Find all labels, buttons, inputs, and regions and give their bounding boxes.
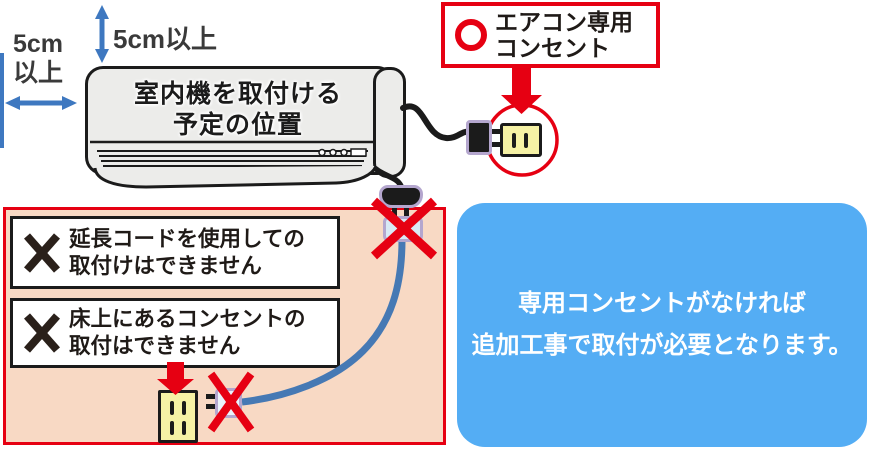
dedicated-outlet-callout: エアコン専用 コンセント bbox=[441, 2, 660, 68]
callout-down-arrow-icon bbox=[501, 66, 542, 114]
notice-line2: 追加工事で取付が必要となります。 bbox=[471, 332, 853, 359]
callout-text: エアコン専用 コンセント bbox=[495, 9, 633, 61]
callout-line2: コンセント bbox=[495, 35, 610, 61]
power-plug bbox=[466, 120, 492, 155]
circle-ok-icon bbox=[455, 19, 487, 51]
horizontal-clearance-arrow bbox=[5, 96, 77, 110]
prohibition-item-floor-outlet: 床上にあるコンセントの 取付はできません bbox=[10, 298, 340, 368]
indoor-unit-label: 室内機を取付ける 予定の位置 bbox=[95, 79, 381, 141]
prohibition-item2-line1: 床上にあるコンセントの bbox=[69, 307, 306, 331]
notice-line1: 専用コンセントがなければ bbox=[518, 290, 806, 317]
plug-prong bbox=[404, 208, 409, 216]
x-icon bbox=[24, 232, 60, 273]
ac-plug-head bbox=[379, 185, 423, 208]
floor-plug bbox=[215, 388, 242, 418]
outlet-slot bbox=[170, 421, 174, 435]
x-icon bbox=[24, 313, 60, 353]
clearance-side-line2: 以上 bbox=[12, 59, 63, 87]
callout-line1: エアコン専用 bbox=[495, 9, 633, 35]
plug-prong bbox=[392, 208, 397, 216]
wall-reference-line bbox=[0, 53, 4, 148]
outlet-slot bbox=[182, 421, 186, 435]
prohibition-item1-line1: 延長コードを使用しての bbox=[69, 226, 305, 251]
plug-prong bbox=[492, 142, 500, 147]
plug-prong bbox=[206, 394, 215, 399]
clearance-side-line1: 5cm bbox=[12, 30, 64, 58]
prohibition-item-text: 床上にあるコンセントの 取付はできません bbox=[69, 306, 306, 360]
prohibition-item1-line2: 取付けはできません bbox=[69, 253, 262, 278]
prohibition-item-extension-cord: 延長コードを使用しての 取付けはできません bbox=[10, 216, 340, 289]
prohibition-item2-line2: 取付はできません bbox=[69, 334, 241, 358]
outlet-slot bbox=[524, 133, 528, 148]
ac-power-cable bbox=[400, 103, 473, 142]
dedicated-outlet bbox=[500, 123, 542, 157]
notice-box: 専用コンセントがなければ 追加工事で取付が必要となります。 bbox=[457, 203, 867, 447]
outlet-slot bbox=[170, 401, 174, 415]
clearance-top-label: 5cm以上 bbox=[113, 24, 218, 54]
plug-prong bbox=[492, 129, 500, 134]
indoor-unit-label-line2: 予定の位置 bbox=[172, 111, 303, 139]
prohibition-item-text: 延長コードを使用しての 取付けはできません bbox=[69, 226, 305, 280]
outlet-slot bbox=[512, 133, 516, 148]
floor-outlet bbox=[158, 390, 198, 443]
outlet-slot bbox=[182, 401, 186, 415]
extension-cord-receptacle bbox=[383, 216, 423, 242]
vertical-clearance-arrow bbox=[95, 5, 109, 63]
indoor-unit-label-line1: 室内機を取付ける bbox=[133, 80, 342, 108]
clearance-side-label: 5cm 以上 bbox=[8, 30, 68, 88]
plug-prong bbox=[206, 404, 215, 409]
